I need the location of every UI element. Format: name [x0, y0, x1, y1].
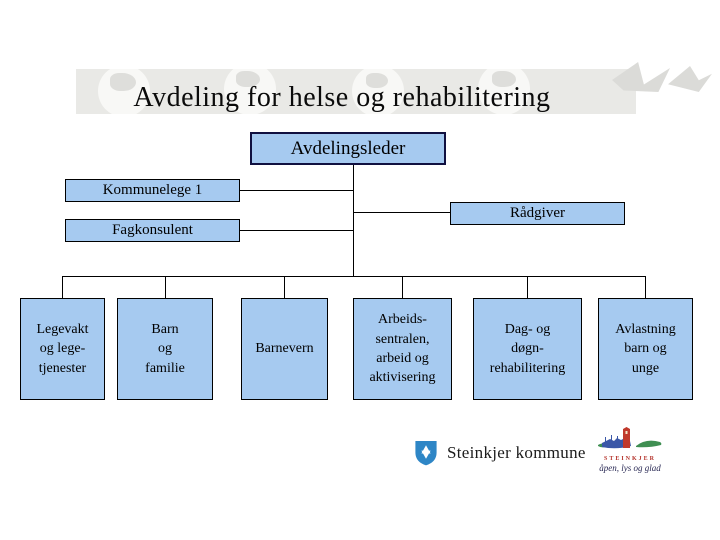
org-box-barnevern: Barnevern: [241, 298, 328, 400]
org-box-barn-og-familie: Barn og familie: [117, 298, 213, 400]
org-box-arbeidssentralen: Arbeids- sentralen, arbeid og aktiviseri…: [353, 298, 452, 400]
connector-vertical-main: [353, 165, 354, 276]
connector-stub-unit-1: [62, 276, 63, 298]
connector-branch-radgiver: [353, 212, 450, 213]
shield-star-icon: [415, 440, 437, 466]
connector-branch-fagkonsulent: [240, 230, 353, 231]
watermark-continent-shape: [366, 73, 388, 88]
connector-branch-kommunelege: [240, 190, 353, 191]
watermark-continent-shape: [492, 71, 516, 87]
town-illustration-icon: [598, 427, 662, 449]
connector-stub-unit-3: [284, 276, 285, 298]
municipality-name: Steinkjer kommune: [447, 443, 586, 462]
org-box-dag-og-dognrehabilitering: Dag- og døgn- rehabilitering: [473, 298, 582, 400]
brand-logo: STEINKJER åpen, lys og glad: [592, 427, 668, 473]
org-box-legevakt-og-legetjenester: Legevakt og lege- tjenester: [20, 298, 105, 400]
brand-name: STEINKJER: [603, 456, 656, 462]
org-box-radgiver: Rådgiver: [450, 202, 625, 225]
org-box-fagkonsulent: Fagkonsulent: [65, 219, 240, 242]
connector-stub-unit-6: [645, 276, 646, 298]
watermark-continent-shape: [236, 71, 260, 87]
org-box-kommunelege-1: Kommunelege 1: [65, 179, 240, 202]
connector-stub-unit-2: [165, 276, 166, 298]
connector-stub-unit-5: [527, 276, 528, 298]
slide-title: Avdeling for helse og rehabilitering: [133, 82, 551, 113]
municipality-logo: Steinkjer kommune: [414, 440, 586, 466]
org-box-avdelingsleder: Avdelingsleder: [250, 132, 446, 165]
brand-slogan: åpen, lys og glad: [599, 463, 661, 473]
org-box-avlastning-barn-og-unge: Avlastning barn og unge: [598, 298, 693, 400]
connector-stub-unit-4: [402, 276, 403, 298]
title-watermark-band: [76, 69, 636, 114]
connector-horizontal-main: [62, 276, 646, 277]
watermark-continent-shape: [110, 73, 136, 91]
